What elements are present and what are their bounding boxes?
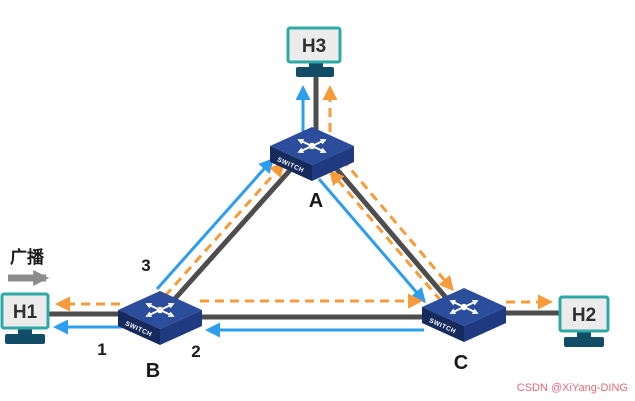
broadcast-label: 广播 [10,247,45,267]
host-h1: H1 [0,292,50,344]
arrow-blue-b-to-a [155,157,274,290]
arrow-orange-a-to-c [340,158,454,292]
monitor-neck [18,326,32,334]
switch-a-label: A [309,190,323,212]
host-h2-label: H2 [572,305,596,326]
watermark: CSDN @XiYang-DING [517,382,628,394]
monitor-base [564,337,604,347]
monitor-neck [577,329,591,337]
port-label-1: 1 [97,340,106,359]
host-h1-label: H1 [13,302,38,323]
switch-c-label: C [454,352,468,374]
arrow-orange-b-to-a [163,161,285,297]
arrow-orange-c-to-a [329,169,443,302]
host-h2: H2 [558,295,610,347]
arrow-blue-a-to-c [317,178,426,304]
monitor-base [296,67,334,77]
monitor-neck [309,60,323,68]
host-h2-box [558,295,610,333]
host-h3-box [286,26,342,64]
host-h1-box [0,292,50,330]
port-label-3: 3 [141,256,150,275]
link-a-c [331,163,451,303]
switch-c [422,288,506,342]
link-a-b [169,165,295,305]
host-h3: H3 [286,26,342,77]
switch-b-label: B [146,360,160,382]
host-h3-label: H3 [302,36,326,57]
monitor-base [5,334,45,344]
switch-b [118,291,202,345]
port-label-2: 2 [191,342,200,361]
